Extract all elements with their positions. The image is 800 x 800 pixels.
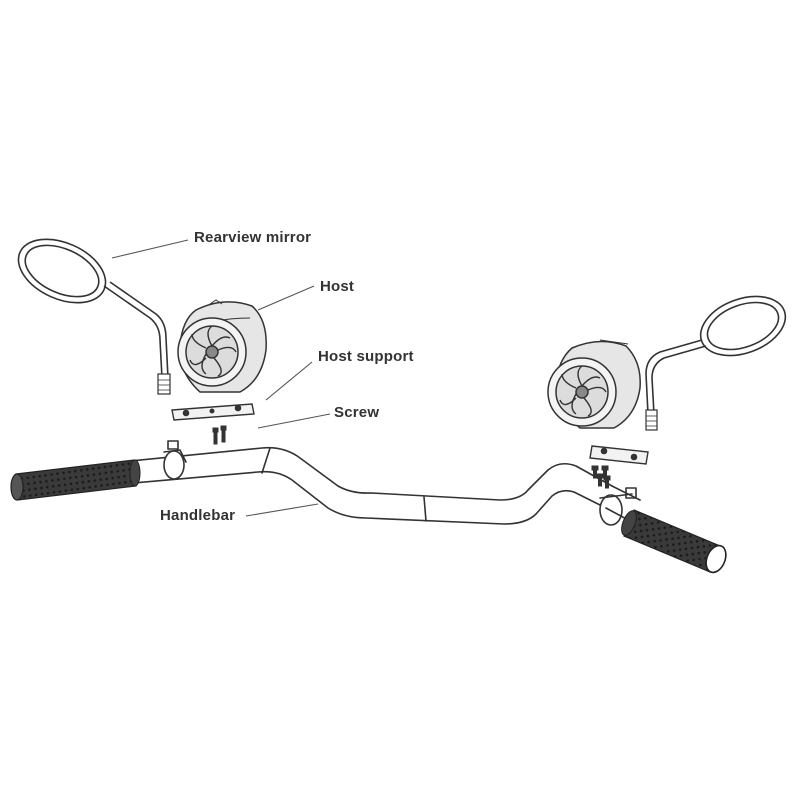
- label-rearview-mirror: Rearview mirror: [194, 229, 312, 246]
- label-handlebar: Handlebar: [160, 507, 236, 524]
- right-grip: [621, 509, 727, 574]
- handlebar: [119, 440, 641, 526]
- label-host: Host: [320, 278, 355, 295]
- right-mirror: [645, 295, 787, 431]
- left-screws: [212, 425, 227, 445]
- left-grip: [10, 459, 141, 501]
- right-host-support: [589, 445, 649, 465]
- label-screw: Screw: [334, 404, 380, 421]
- left-host: [177, 299, 267, 393]
- left-host-support: [171, 403, 255, 421]
- left-mirror: [17, 238, 171, 395]
- right-screws: [591, 465, 611, 489]
- label-host-support: Host support: [318, 348, 414, 365]
- right-host: [547, 339, 641, 429]
- leader-lines: [111, 239, 331, 517]
